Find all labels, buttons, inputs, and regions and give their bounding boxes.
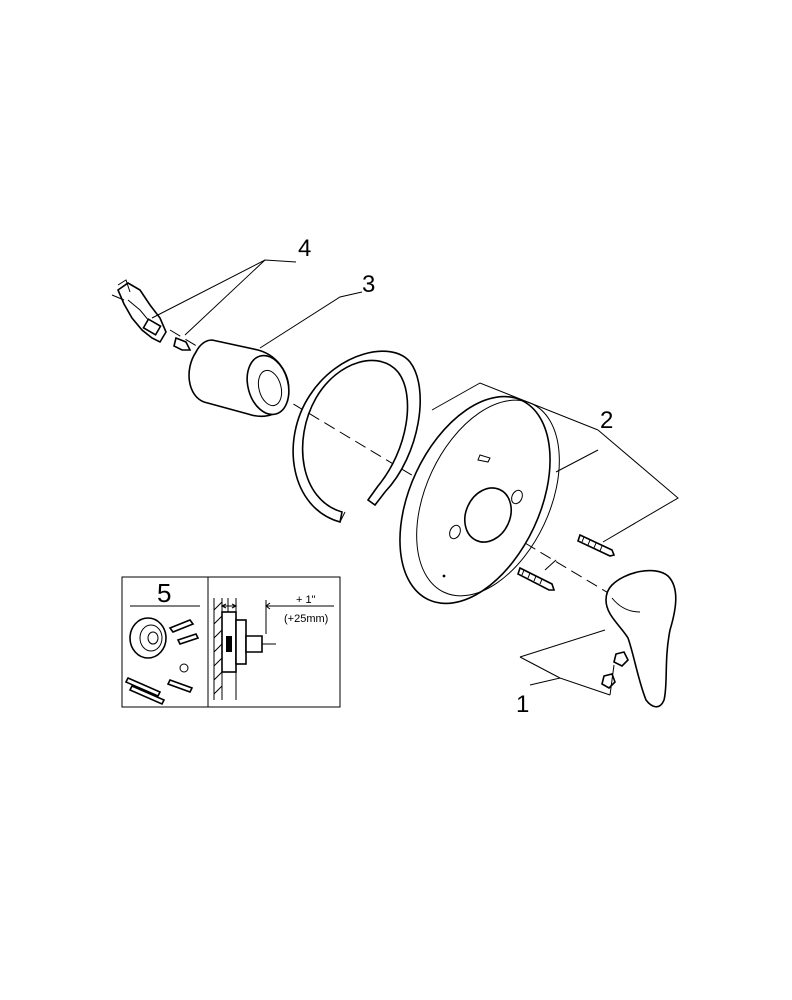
callout-4: 4 (298, 235, 311, 262)
callout-1: 1 (516, 691, 529, 718)
screw-lower (517, 566, 556, 591)
inset-box: 5 (121, 576, 341, 708)
part-2-escutcheon (399, 395, 560, 605)
dimension-metric: (+25mm) (284, 613, 328, 625)
dimension-imperial: + 1" (296, 594, 316, 606)
callout-5: 5 (157, 578, 171, 608)
inset-service-kit: 5 (124, 578, 200, 706)
inset-installation-detail: + 1" (+25mm) (213, 594, 334, 700)
callout-2: 2 (600, 407, 613, 434)
leader-lines (151, 259, 679, 696)
part-3-sleeve (188, 339, 290, 418)
part-1-lever-handle (601, 569, 677, 708)
callout-3: 3 (362, 271, 375, 298)
callout-labels: 4 3 2 1 (298, 235, 613, 718)
part-4-adapter (111, 279, 192, 351)
screw-upper (577, 533, 616, 557)
gasket-ring (292, 350, 421, 524)
